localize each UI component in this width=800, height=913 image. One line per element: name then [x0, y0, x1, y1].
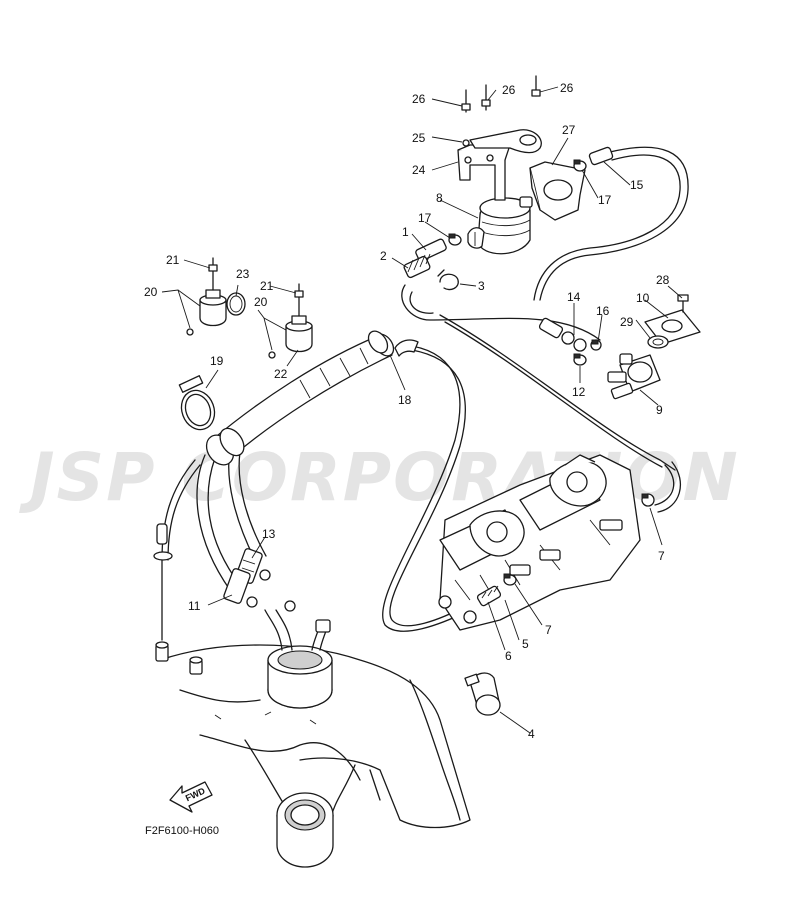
carburetor-assembly — [438, 454, 641, 631]
clamp-4 — [464, 672, 501, 716]
callout-9: 9 — [656, 403, 663, 417]
callout-25: 25 — [412, 131, 426, 145]
callout-26-right: 26 — [560, 81, 574, 95]
callout-10: 10 — [636, 291, 650, 305]
callout-28: 28 — [656, 273, 670, 287]
callout-16: 16 — [596, 304, 610, 318]
leader-lines — [161, 86, 683, 734]
callout-3: 3 — [478, 279, 485, 293]
callout-21-left: 21 — [166, 253, 180, 267]
hose-2 — [403, 253, 431, 279]
clamp-19 — [178, 375, 216, 431]
fuel-tank — [159, 644, 471, 831]
callout-29: 29 — [620, 315, 634, 329]
callout-20-left: 20 — [144, 285, 158, 299]
hose-1 — [415, 238, 447, 262]
clip-7-carb — [503, 573, 517, 586]
callout-12: 12 — [572, 385, 586, 399]
callout-14: 14 — [567, 290, 581, 304]
callout-11: 11 — [188, 599, 201, 613]
callout-21-right: 21 — [260, 279, 274, 293]
clip-3 — [437, 269, 459, 291]
clip-17-top — [573, 159, 587, 172]
clip-7-right — [641, 493, 655, 507]
callout-7-carb: 7 — [545, 623, 552, 637]
callout-19: 19 — [210, 354, 224, 368]
bolt-28 — [677, 294, 689, 313]
diagram-code: F2F6100-H060 — [145, 825, 219, 837]
callout-1: 1 — [402, 225, 409, 239]
filler-cap — [276, 792, 334, 868]
hose-11 — [223, 568, 251, 604]
clamp-20-right — [268, 315, 313, 359]
callout-20-right: 20 — [254, 295, 268, 309]
callout-2: 2 — [380, 249, 387, 263]
clip-12 — [573, 353, 587, 366]
callout-8: 8 — [436, 191, 443, 205]
bracket-24 — [457, 144, 511, 201]
gasket-29 — [647, 335, 669, 349]
callout-22: 22 — [274, 367, 288, 381]
fuel-filter-8 — [467, 196, 533, 255]
bracket-27 — [529, 161, 586, 221]
callout-18: 18 — [398, 393, 412, 407]
tank-vent-fittings — [155, 641, 203, 675]
callout-15: 15 — [630, 178, 644, 192]
callout-7-right: 7 — [658, 549, 665, 563]
breather-hose — [205, 330, 419, 466]
callout-6: 6 — [505, 649, 512, 663]
bolts-26 — [461, 75, 541, 113]
callout-17-top: 17 — [598, 193, 612, 207]
callout-26-left: 26 — [412, 92, 426, 106]
hose-14 — [538, 317, 564, 339]
fuel-cock-9 — [607, 353, 661, 400]
callout-labels: 1 2 3 4 5 6 7 7 8 9 10 11 12 13 14 15 16… — [144, 81, 670, 741]
stay-25 — [462, 129, 542, 154]
hose-6 — [476, 585, 502, 607]
callout-17-filter: 17 — [418, 211, 432, 225]
callout-4: 4 — [528, 727, 535, 741]
clip-14 — [561, 331, 587, 352]
clip-16 — [590, 339, 602, 351]
clamp-20-left — [186, 289, 227, 336]
callout-26-middle: 26 — [502, 83, 516, 97]
callout-24: 24 — [412, 163, 426, 177]
clamp-23 — [226, 292, 246, 316]
fwd-arrow-icon: FWD — [169, 781, 213, 813]
hose-15 — [588, 146, 614, 166]
callout-5: 5 — [522, 637, 529, 651]
clip-17-filter — [448, 233, 462, 246]
callout-27: 27 — [562, 123, 576, 137]
fuel-sender-unit — [264, 609, 333, 709]
callout-13: 13 — [262, 527, 276, 541]
small-clips-tank — [153, 523, 296, 612]
callout-23: 23 — [236, 267, 250, 281]
